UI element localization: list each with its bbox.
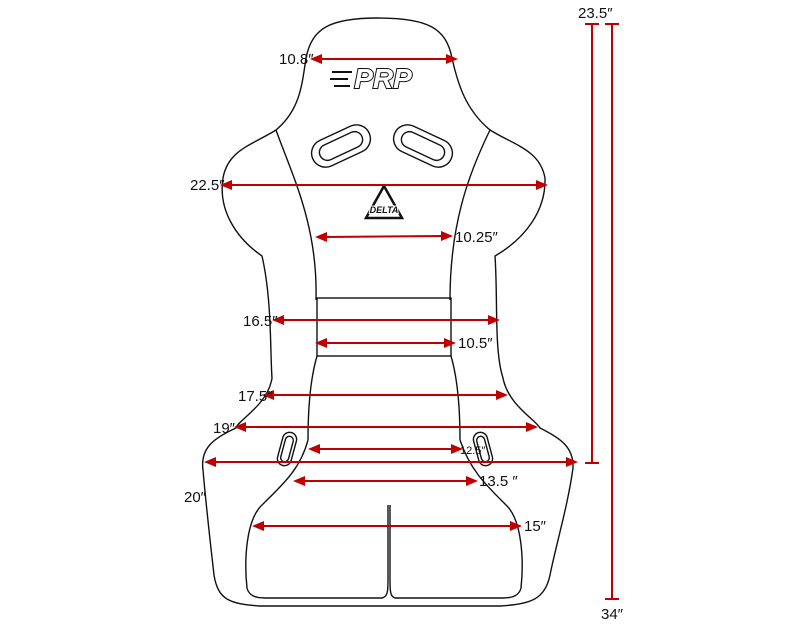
dimension-labels: 10.8″ 22.5″ 10.25″ 16.5″ 10.5″ 17.5″ 19″… [184, 5, 624, 623]
delta-logo: DELTA [363, 183, 405, 220]
label-mid-back-inner: 10.5″ [458, 335, 493, 352]
seat-outline [201, 17, 574, 607]
logo-speed-lines [330, 71, 352, 87]
right-bolster-line [449, 129, 491, 301]
label-shoulder-width: 22.5″ [190, 177, 225, 194]
right-lap-slot-outer [472, 431, 494, 467]
dim-mid-back-inner [315, 338, 456, 348]
label-hip-width: 19″ [213, 420, 236, 437]
left-harness-slot-inner [318, 130, 364, 162]
lumbar-panel [316, 297, 452, 357]
dim-seat-width [204, 457, 578, 467]
dim-back-height [585, 23, 599, 464]
delta-triangle-icon [363, 183, 405, 220]
seat-shell-outline [201, 17, 574, 607]
delta-badge-text: DELTA [370, 205, 399, 215]
label-seat-width: 20″ [184, 489, 207, 506]
dim-front-seat-width [252, 521, 522, 531]
dim-shoulder-width [220, 180, 548, 190]
dim-seat-inner [293, 476, 478, 486]
dim-hip-width [234, 422, 538, 432]
right-harness-slot-outer [392, 124, 454, 168]
right-harness-slot-inner [400, 130, 446, 162]
dimension-lines [204, 23, 619, 600]
label-back-height: 23.5″ [578, 5, 613, 22]
left-harness-slot-outer [310, 124, 372, 168]
label-hip-inner: 12.5″ [460, 445, 485, 457]
label-head-width: 10.8″ [279, 51, 314, 68]
dim-head-width [310, 54, 458, 64]
label-front-seat-width: 15″ [524, 518, 547, 535]
left-lap-slot-outer [276, 431, 298, 467]
dim-total-height [605, 23, 619, 600]
label-upper-back-width: 10.25″ [455, 229, 499, 246]
label-mid-back-outer: 16.5″ [243, 313, 278, 330]
seat-cushion-right [389, 439, 523, 599]
dim-hip-inner [308, 444, 463, 454]
label-total-height: 34″ [601, 606, 624, 623]
left-bolster-line [275, 129, 317, 301]
dim-mid-back-outer [272, 315, 500, 325]
prp-logo-text: PRP [354, 63, 412, 94]
label-seat-inner: 13.5 ″ [479, 473, 518, 490]
label-lower-back-width: 17.5″ [238, 388, 273, 405]
seat-cushion-left [245, 439, 389, 599]
dim-lower-back-width [262, 390, 508, 400]
dim-upper-back-width [315, 231, 453, 242]
prp-logo: PRP [330, 62, 413, 95]
